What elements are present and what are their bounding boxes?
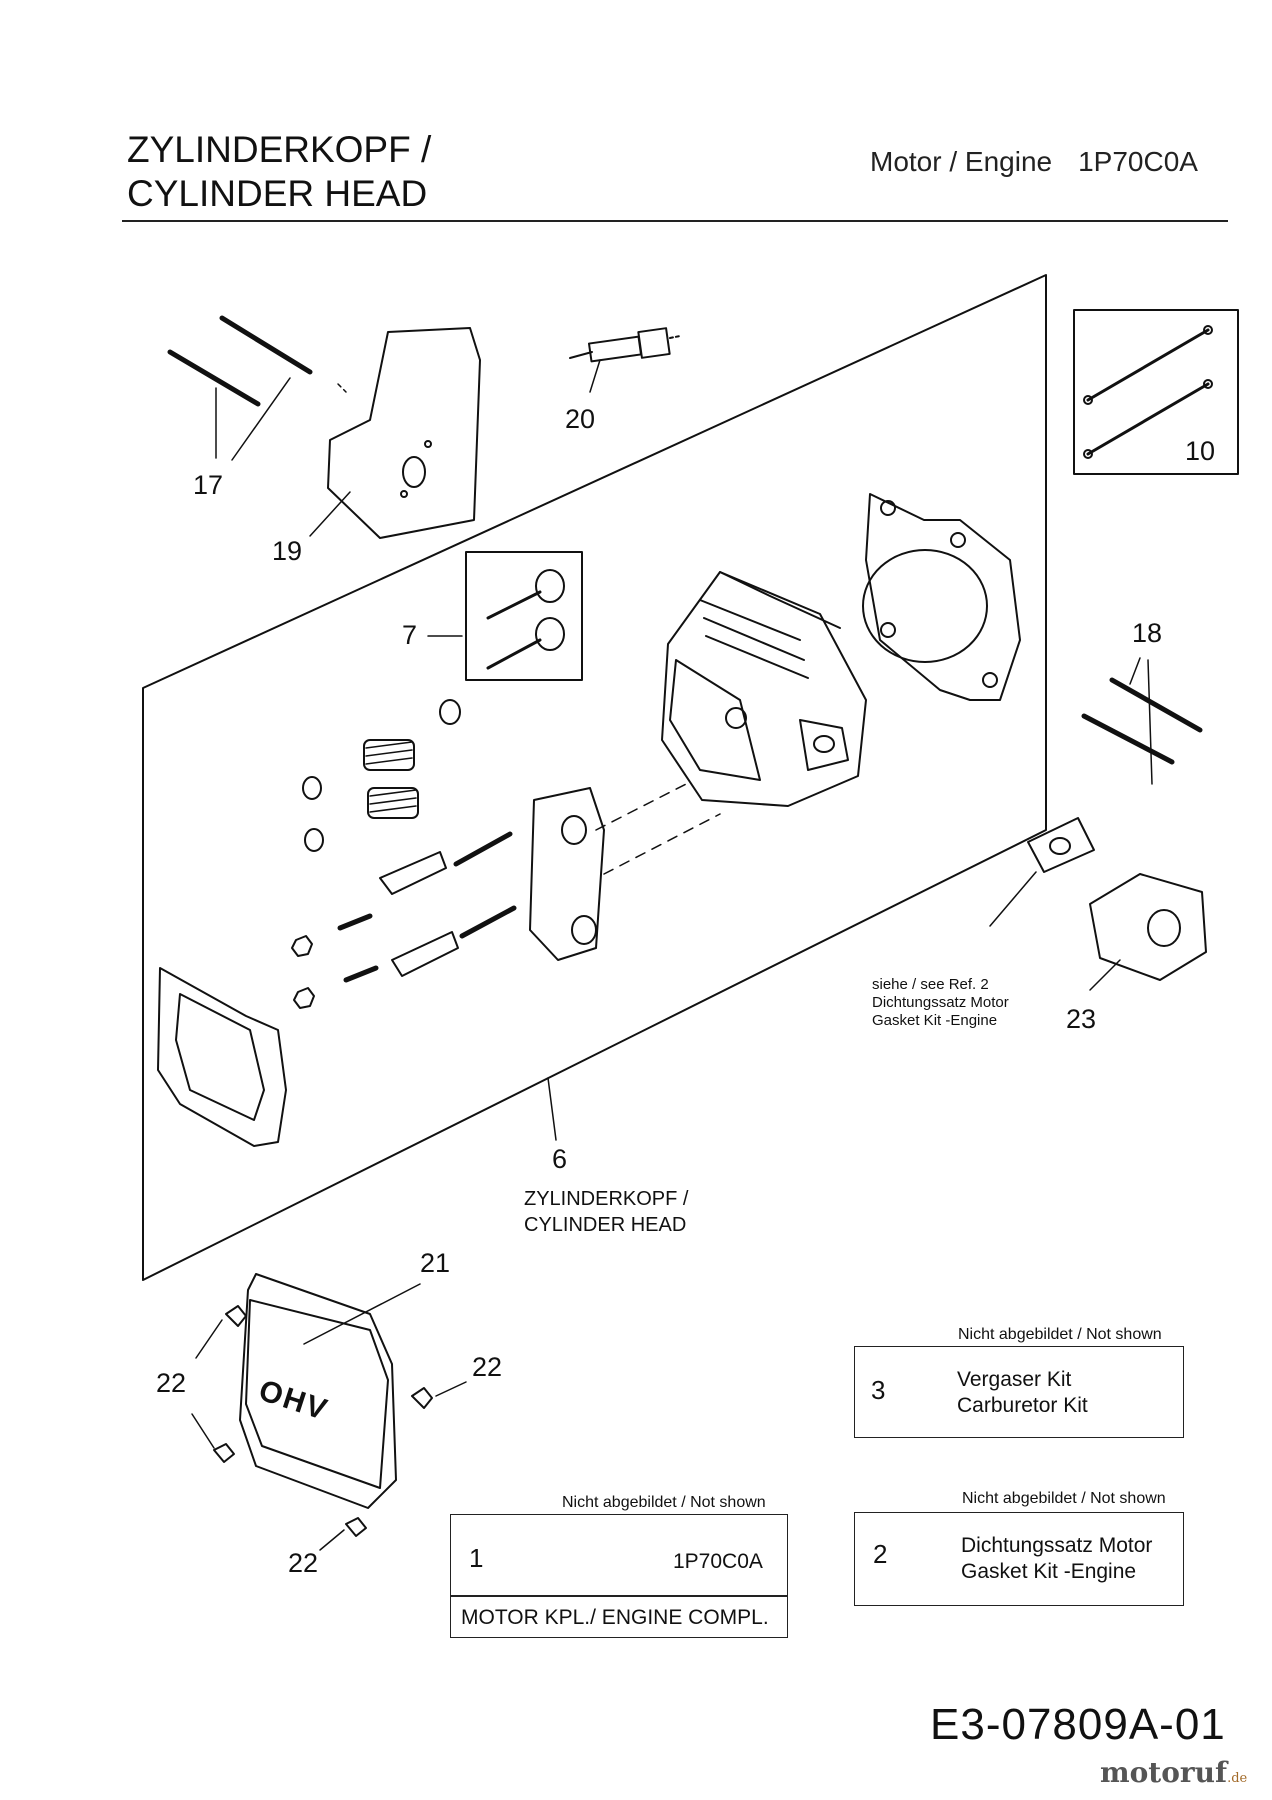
callout-21: 21 (420, 1248, 451, 1278)
callout-18: 18 (1132, 618, 1163, 648)
cylinder-head-assembly-frame (142, 274, 1047, 1281)
cylinder-head-body (661, 571, 867, 807)
callout-23: 23 (1066, 1004, 1097, 1034)
callout-17: 17 (193, 470, 224, 500)
see-note-line3: Gasket Kit -Engine (872, 1012, 998, 1029)
box-1-description: MOTOR KPL./ ENGINE COMPL. (461, 1606, 769, 1629)
alignment-line-upper (595, 781, 691, 831)
callout-20: 20 (565, 404, 596, 434)
header-rule (122, 220, 1228, 222)
exhaust-gasket-and-spacer-23 (989, 817, 1207, 991)
rocker-cover-gasket (157, 967, 287, 1147)
see-reference-note: siehe / see Ref. 2 Dichtungssatz Motor G… (872, 976, 1009, 1030)
part-6-caption-line1: ZYLINDERKOPF / (524, 1188, 689, 1210)
engine-label: Motor / Engine 1P70C0A (870, 146, 1198, 178)
box-3-number: 3 (871, 1375, 886, 1405)
box-2-number: 2 (873, 1539, 888, 1569)
box-3-caption: Nicht abgebildet / Not shown (958, 1326, 1162, 1343)
document-number: E3-07809A-01 (930, 1700, 1226, 1749)
logo-tld: .de (1227, 1771, 1248, 1786)
logo-main: motoruf (1100, 1756, 1228, 1789)
see-note-line1: siehe / see Ref. 2 (872, 976, 989, 993)
info-box-3: 3 Vergaser Kit Carburetor Kit (854, 1346, 1184, 1438)
valves-box-7 (427, 551, 583, 681)
push-rods-box-10 (1073, 309, 1239, 475)
page-title-line1: ZYLINDERKOPF / (127, 129, 432, 170)
info-box-1: 1 1P70C0A MOTOR KPL./ ENGINE COMPL. (450, 1514, 788, 1638)
stud-bolts-18 (1081, 657, 1203, 785)
spark-plug-20 (569, 327, 681, 393)
callout-10: 10 (1185, 436, 1216, 466)
box-1-caption: Nicht abgebildet / Not shown (562, 1494, 766, 1511)
heat-shield-19 (309, 327, 481, 539)
callout-22-bottom: 22 (288, 1548, 319, 1578)
cover-screws-22 (191, 1305, 467, 1551)
box-3-line2: Carburetor Kit (957, 1394, 1088, 1417)
callout-22-right: 22 (472, 1352, 503, 1382)
callout-19: 19 (272, 536, 303, 566)
motoruf-logo[interactable]: motoruf.de (1100, 1756, 1247, 1789)
alignment-line-lower (603, 813, 721, 875)
box-2-line2: Gasket Kit -Engine (961, 1560, 1137, 1583)
valve-cover-21 (239, 1273, 421, 1509)
callout-22-left: 22 (156, 1368, 187, 1398)
engine-label-text: Motor / Engine (870, 146, 1053, 177)
see-note-line2: Dichtungssatz Motor (872, 994, 1009, 1011)
callout-6: 6 (552, 1144, 568, 1174)
box-1-code: 1P70C0A (673, 1550, 763, 1573)
box-1-number: 1 (469, 1543, 484, 1573)
box-1-divider (451, 1595, 787, 1597)
push-rod-guide-plate (529, 787, 605, 961)
valve-train-parts (291, 699, 517, 1009)
callout-7: 7 (402, 620, 418, 650)
part-6-caption: ZYLINDERKOPF / CYLINDER HEAD (524, 1186, 688, 1238)
leader-6 (547, 1077, 557, 1141)
part-6-caption-line2: CYLINDER HEAD (524, 1214, 687, 1236)
page-title-line2: CYLINDER HEAD (127, 173, 428, 214)
stud-bolts-17 (167, 315, 313, 461)
box-3-line1: Vergaser Kit (957, 1368, 1072, 1391)
info-box-2: 2 Dichtungssatz Motor Gasket Kit -Engine (854, 1512, 1184, 1606)
engine-code: 1P70C0A (1078, 146, 1198, 177)
box-2-line1: Dichtungssatz Motor (961, 1534, 1153, 1557)
head-gasket (862, 493, 1021, 701)
box-2-caption: Nicht abgebildet / Not shown (962, 1490, 1166, 1507)
